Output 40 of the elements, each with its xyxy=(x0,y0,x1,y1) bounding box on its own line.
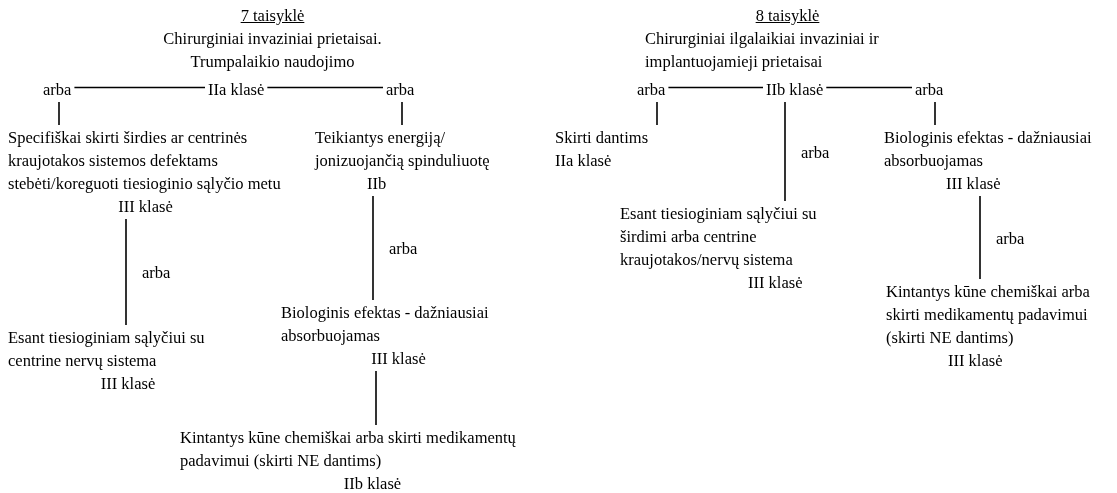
connector-line xyxy=(266,86,384,89)
connector-line xyxy=(656,101,658,126)
connector-line xyxy=(667,86,764,89)
rule-heading: 7 taisyklė xyxy=(240,5,305,27)
class-label: IIb xyxy=(367,173,387,195)
criteria-text: Esant tiesioginiam sąlyčiui su širdimi arba centrine kraujotakos/nervų sistema xyxy=(620,203,818,271)
option-label: arba xyxy=(912,78,947,101)
connector-line xyxy=(934,101,936,126)
connector-line xyxy=(372,195,374,301)
connector-line xyxy=(825,86,913,89)
option-label: arba xyxy=(40,78,75,101)
criteria-text: Teikiantys energiją/ jonizuojančią spinduliuotę xyxy=(315,127,490,172)
class-label: IIa klasė xyxy=(555,150,612,172)
connector-line xyxy=(375,370,377,426)
option-label: arba xyxy=(634,78,669,101)
class-label: III klasė xyxy=(100,373,156,395)
criteria-text: Esant tiesioginiam sąlyčiui su centrine nervų sistema xyxy=(8,327,206,372)
criteria-text: Biologinis efektas - dažniausiai absorbuojamas xyxy=(884,127,1093,172)
class-label: III klasė xyxy=(948,350,1003,372)
class-label: IIb klasė xyxy=(343,473,402,493)
class-label: IIb klasė xyxy=(763,78,827,101)
option-label: arba xyxy=(383,78,418,101)
class-label: IIa klasė xyxy=(205,78,268,101)
connector-line xyxy=(979,195,981,280)
connector-line xyxy=(73,86,206,89)
category-text: Chirurginiai invaziniai prietaisai. Trumpalaikio naudojimo xyxy=(162,28,383,73)
class-label: III klasė xyxy=(118,196,173,218)
rule-heading: 8 taisyklė xyxy=(755,5,820,27)
class-label: III klasė xyxy=(946,173,1001,195)
criteria-text: Specifiškai skirti širdies ar centrinės kraujotakos sistemos defektams stebėti/koreguoti tiesioginio sąlyčio metu xyxy=(8,127,282,195)
criteria-text: Skirti dantims xyxy=(555,127,649,149)
criteria-text: Kintantys kūne chemiškai arba skirti medikamentų padavimui (skirti NE dantims) xyxy=(886,281,1091,349)
connector-line xyxy=(125,218,127,326)
criteria-text: Kintantys kūne chemiškai arba skirti medikamentų padavimui (skirti NE dantims) xyxy=(180,427,517,472)
connector-line xyxy=(58,101,60,126)
connector-line xyxy=(401,101,403,126)
class-label: III klasė xyxy=(748,272,803,294)
class-label: III klasė xyxy=(371,348,426,370)
criteria-text: Biologinis efektas - dažniausiai absorbuojamas xyxy=(281,302,490,347)
connector-line xyxy=(784,101,786,202)
